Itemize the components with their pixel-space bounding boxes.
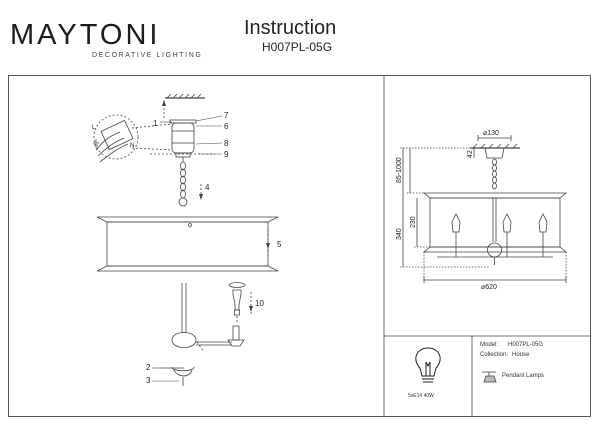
- earth-icon: [93, 139, 99, 148]
- callout-9: 9: [224, 150, 229, 159]
- dim-shade-height: 230: [410, 216, 417, 228]
- model-label: Model:: [480, 342, 499, 348]
- frame-body: [160, 283, 245, 386]
- chain: [178, 161, 203, 207]
- callout-3: 3: [146, 376, 151, 385]
- wire-label-live: L: [92, 125, 96, 131]
- document-title: Instruction: [244, 17, 337, 39]
- document-model: H007PL-05G: [262, 40, 333, 54]
- collection-label: Collection:: [480, 352, 509, 358]
- dim-shade-diameter: ⌀620: [481, 284, 497, 291]
- callout-4: 4: [205, 183, 210, 192]
- brand-name: MAYTONI: [10, 19, 161, 51]
- callout-7: 7: [224, 111, 229, 120]
- dimension-drawing: [400, 135, 568, 283]
- model-value: H007PL-05G: [508, 342, 544, 348]
- callout-1: 1: [153, 119, 158, 128]
- callout-8: 8: [224, 139, 229, 148]
- dim-body-height: 340: [396, 228, 403, 240]
- pendant-lamp-icon: [482, 371, 497, 383]
- callout-5: 5: [277, 240, 282, 249]
- wire-label-neutral: N: [130, 143, 134, 149]
- ceiling-mount: [162, 93, 205, 120]
- dim-canopy-height: 42: [467, 150, 474, 158]
- collection-value: House: [512, 352, 530, 358]
- bulb: [228, 282, 253, 324]
- brand-tagline: DECORATIVE LIGHTING: [92, 52, 203, 59]
- canopy: [150, 119, 215, 162]
- lampshade: [96, 216, 279, 272]
- bulb-icon: [415, 347, 441, 383]
- wiring-detail: [93, 114, 173, 163]
- drawing-frame: [8, 75, 591, 417]
- lamp-type: Pendant Lamps: [502, 373, 545, 379]
- dim-chain-length: 85-1000: [396, 157, 403, 183]
- bulb-spec: 5xE14 40W: [408, 393, 434, 399]
- callout-6: 6: [224, 122, 229, 131]
- brand-logo: MAYTONI DECORATIVE LIGHTING: [10, 19, 203, 59]
- dim-canopy-diameter: ⌀130: [483, 130, 499, 137]
- callout-leaders: [152, 115, 223, 382]
- callout-2: 2: [146, 363, 151, 372]
- callout-10: 10: [255, 299, 264, 308]
